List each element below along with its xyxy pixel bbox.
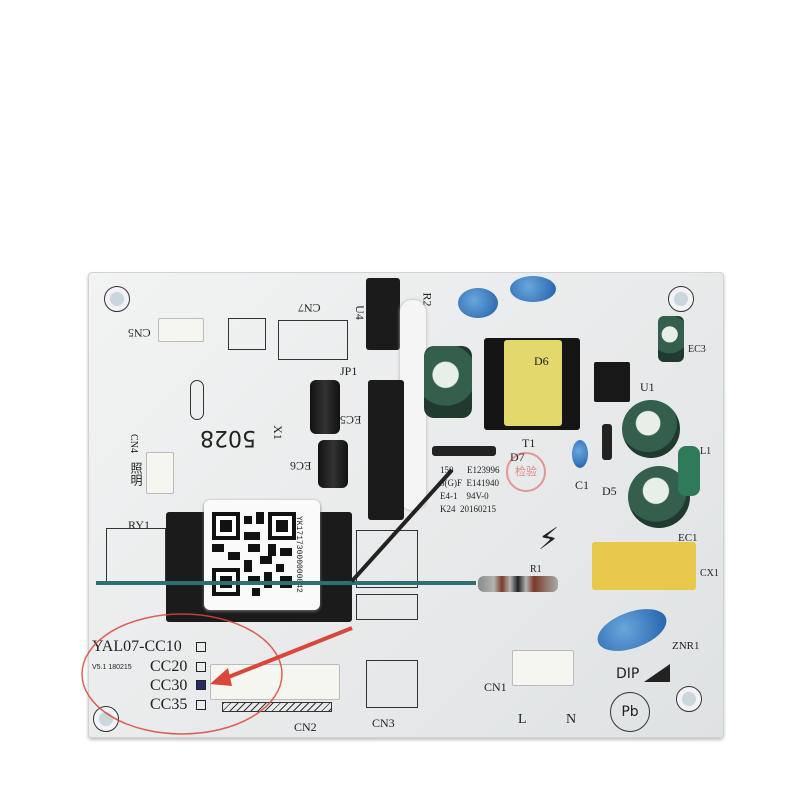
d6-label: D6 bbox=[534, 354, 549, 368]
l1-label: L1 bbox=[700, 446, 712, 457]
jp1-label: JP1 bbox=[340, 364, 358, 378]
arrow-shaft bbox=[215, 626, 353, 684]
version-label: V5.1 180215 bbox=[92, 664, 132, 671]
variant-label: CC30 bbox=[150, 677, 188, 694]
znr1-label: ZNR1 bbox=[672, 640, 700, 652]
arrow-head-icon bbox=[210, 668, 232, 686]
regulator-u4 bbox=[366, 278, 400, 350]
checkbox-cc10 bbox=[196, 642, 206, 652]
white-wire bbox=[400, 300, 426, 510]
connector-cn4 bbox=[146, 452, 174, 494]
line-terminal-label: L bbox=[518, 712, 527, 727]
variant-label: CC20 bbox=[150, 658, 188, 675]
marking: E123996 bbox=[467, 465, 500, 475]
cn1-label: CN1 bbox=[484, 680, 507, 694]
d5-label: D5 bbox=[602, 484, 617, 498]
connector-cn3 bbox=[366, 660, 418, 708]
connector-cn5 bbox=[158, 318, 204, 342]
pb-label: Pb bbox=[621, 704, 639, 720]
ec1-label: EC1 bbox=[678, 532, 698, 544]
capacitor-ec6 bbox=[318, 440, 348, 488]
r1-label: R1 bbox=[530, 564, 542, 575]
y-capacitor bbox=[510, 276, 556, 302]
certification-markings: 150 E123996 5(G)F E141940 E4-1 94V-0 K24… bbox=[440, 464, 500, 516]
component-outline bbox=[356, 594, 418, 620]
ferrite-cable bbox=[368, 380, 404, 520]
date-code: 20160215 bbox=[460, 504, 496, 514]
inductor-l1 bbox=[678, 446, 700, 496]
marking: 150 bbox=[440, 465, 454, 475]
connector-cn1 bbox=[512, 650, 574, 686]
capacitor bbox=[622, 400, 680, 458]
relay-outline-right bbox=[356, 530, 418, 588]
marking: 5(G)F bbox=[440, 478, 462, 488]
diode-d5 bbox=[602, 424, 612, 460]
qr-sticker: YK17173000000042 bbox=[204, 500, 320, 610]
capacitor-cx1 bbox=[592, 542, 696, 590]
model-label: YAL07-CC10 bbox=[92, 638, 182, 655]
cn3-label: CN3 bbox=[372, 716, 395, 730]
capacitor-bulk bbox=[424, 346, 472, 418]
capacitor-ec5 bbox=[310, 380, 340, 434]
qr-serial: YK17173000000042 bbox=[294, 516, 303, 593]
highlight-ellipse bbox=[81, 613, 283, 735]
checkbox-cc35 bbox=[196, 700, 206, 710]
c1-label: C1 bbox=[575, 478, 590, 492]
header-block bbox=[228, 318, 266, 350]
cn2-label: CN2 bbox=[294, 720, 317, 734]
capacitor-c1 bbox=[572, 440, 588, 468]
cx1-label: CX1 bbox=[700, 568, 719, 579]
inspection-stamp: 检验 bbox=[506, 452, 546, 492]
transformer-coil bbox=[504, 340, 562, 426]
t1-label: T1 bbox=[522, 436, 536, 450]
crystal-outline bbox=[190, 380, 204, 420]
marking: K24 bbox=[440, 504, 456, 514]
resistor-r1 bbox=[478, 576, 558, 592]
marking: E4-1 bbox=[440, 491, 458, 501]
connector-cn2 bbox=[210, 664, 340, 700]
lead-free-icon: Pb bbox=[610, 692, 650, 732]
cn2-footprint bbox=[222, 702, 332, 712]
marking: E141940 bbox=[466, 478, 500, 488]
connector-cn7 bbox=[278, 320, 348, 360]
checkbox-cc20 bbox=[196, 662, 206, 672]
variant-label: CC35 bbox=[150, 696, 188, 713]
rating: 94V-0 bbox=[466, 491, 489, 501]
high-voltage-icon: ⚡ bbox=[538, 522, 560, 557]
y-capacitor bbox=[458, 288, 498, 318]
ic-u1 bbox=[594, 362, 630, 402]
dip-arrow-icon bbox=[644, 664, 670, 682]
dip-label: DIP bbox=[616, 666, 640, 682]
capacitor-ec3 bbox=[658, 316, 684, 362]
mounting-hole bbox=[676, 686, 702, 712]
neutral-terminal-label: N bbox=[566, 712, 577, 727]
lighting-label: 照明 bbox=[129, 462, 143, 486]
wire-trace bbox=[96, 581, 476, 585]
diode-d7 bbox=[432, 446, 496, 456]
ec3-label: EC3 bbox=[688, 344, 706, 355]
checkbox-cc30-checked bbox=[196, 680, 206, 690]
mounting-hole bbox=[104, 286, 130, 312]
mounting-hole bbox=[668, 286, 694, 312]
u1-label: U1 bbox=[640, 380, 655, 394]
